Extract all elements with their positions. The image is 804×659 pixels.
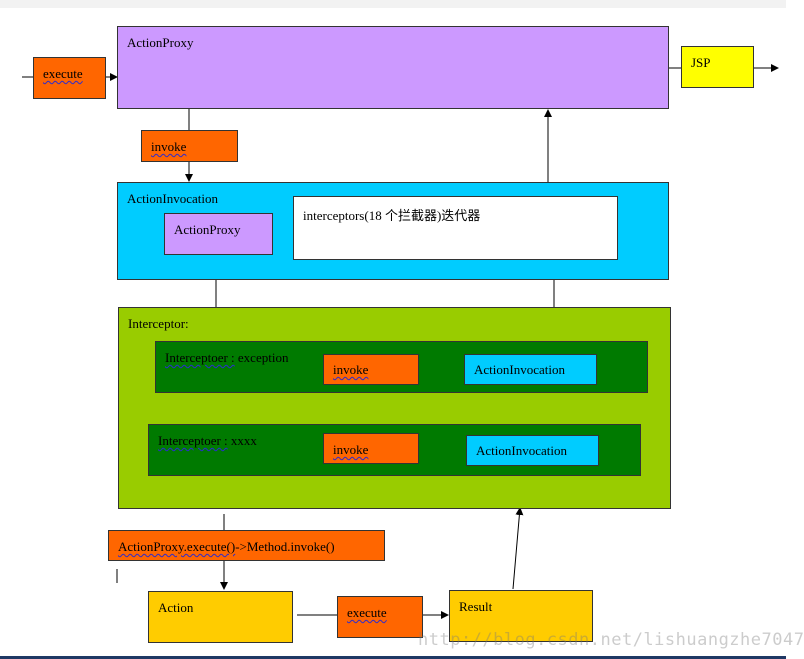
invoke-top-label: invoke xyxy=(151,139,187,154)
execute-action-box: execute xyxy=(337,596,423,638)
execute-action-label: execute xyxy=(347,605,387,620)
method-invoke-suffix: ->Method.invoke() xyxy=(235,539,335,554)
result-label: Result xyxy=(459,599,493,614)
jsp-label: JSP xyxy=(691,55,711,70)
interceptor-xxxx-action-invocation-box: ActionInvocation xyxy=(466,435,599,466)
interceptor-exception-label: Interceptoer : exception xyxy=(165,350,288,366)
action-proxy-label: ActionProxy xyxy=(127,35,194,50)
interceptor-exception-invoke-box: invoke xyxy=(323,354,419,385)
method-invoke-prefix: ActionProxy.execute() xyxy=(118,539,236,554)
action-proxy-box: ActionProxy xyxy=(117,26,669,109)
top-strip xyxy=(0,0,786,8)
interceptor-exception-action-invocation-label: ActionInvocation xyxy=(474,362,565,377)
interceptor-xxxx-action-invocation-label: ActionInvocation xyxy=(476,443,567,458)
result-box: Result xyxy=(449,590,593,642)
jsp-box: JSP xyxy=(681,46,754,88)
interceptor-exception-prefix: Interceptoer : xyxy=(165,350,235,365)
interceptor-xxxx-prefix: Interceptoer : xyxy=(158,433,228,448)
interceptor-xxxx-label: Interceptoer : xxxx xyxy=(158,433,257,449)
interceptor-xxxx-suffix: xxxx xyxy=(227,433,257,448)
interceptors-iterator-label: interceptors(18 个拦截器)迭代器 xyxy=(303,208,481,223)
interceptor-exception-invoke-label: invoke xyxy=(333,362,369,377)
action-invocation-label: ActionInvocation xyxy=(127,191,218,206)
interceptor-container: Interceptor: xyxy=(118,307,671,509)
execute-input-box: execute xyxy=(33,57,106,99)
execute-input-label: execute xyxy=(43,66,83,81)
interceptor-exception-suffix: exception xyxy=(234,350,289,365)
interceptor-xxxx-invoke-box: invoke xyxy=(323,433,419,464)
watermark: http://blog.csdn.net/lishuangzhe7047 xyxy=(418,630,804,650)
interceptors-iterator-box: interceptors(18 个拦截器)迭代器 xyxy=(293,196,618,260)
inner-action-proxy-box: ActionProxy xyxy=(164,213,273,255)
invoke-top-box: invoke xyxy=(141,130,238,162)
method-invoke-label: ActionProxy.execute()->Method.invoke() xyxy=(118,539,335,555)
action-label: Action xyxy=(158,600,194,615)
inner-action-proxy-label: ActionProxy xyxy=(174,222,241,237)
arrow-icon xyxy=(512,507,524,590)
method-invoke-box: ActionProxy.execute()->Method.invoke() xyxy=(108,530,385,561)
bottom-strip xyxy=(0,656,786,659)
interceptor-xxxx-invoke-label: invoke xyxy=(333,442,369,457)
interceptor-title: Interceptor: xyxy=(128,316,189,331)
action-box: Action xyxy=(148,591,293,643)
interceptor-exception-action-invocation-box: ActionInvocation xyxy=(464,354,597,385)
